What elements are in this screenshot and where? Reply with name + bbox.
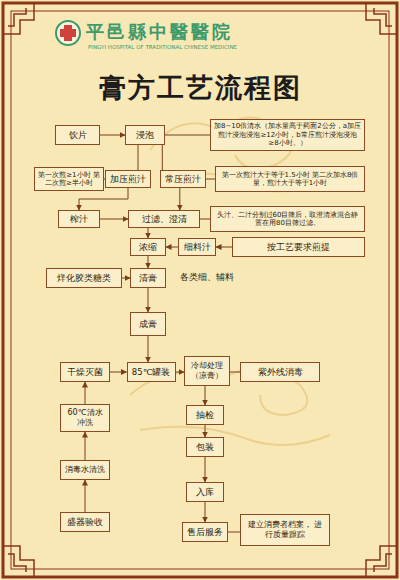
box-label: 60℃清水冲洗	[64, 408, 106, 427]
process-box: 饮片	[55, 125, 100, 145]
box-label: 榨汁	[70, 214, 88, 225]
flow-connector	[206, 179, 216, 180]
flow-connector	[148, 336, 149, 362]
flow-connector	[230, 372, 240, 373]
box-label: 头汁、二汁分别过60目筛后，取澄清液混合静置在用80目筛过滤。	[214, 211, 361, 228]
box-label: 盛器验收	[67, 517, 103, 527]
note-box: 建立消费者档案， 进行质量跟踪	[240, 514, 330, 546]
poster-title: 膏方工艺流程图	[0, 70, 400, 106]
box-label: 入库	[196, 487, 214, 498]
box-label: 售后服务	[187, 527, 223, 537]
process-box: 85℃罐装	[127, 362, 176, 382]
process-box: 盛器验收	[60, 512, 110, 532]
box-label: 干燥灭菌	[67, 367, 103, 377]
flow-connector	[148, 288, 149, 312]
note-box: 按工艺要求煎提	[232, 237, 365, 257]
flow-connector	[148, 228, 149, 238]
note-box: 加8~10倍清水（加水量高于药面2公分，a加压煎汁浸泡浸泡≥12小时，b常压煎汁…	[210, 119, 365, 151]
flow-connector	[205, 457, 206, 482]
process-box: 加压煎汁	[105, 170, 151, 188]
flow-connector	[166, 247, 178, 248]
flow-connector	[205, 386, 206, 405]
box-label: 包装	[196, 442, 214, 453]
process-box: 入库	[186, 482, 224, 502]
flow-connector	[205, 425, 206, 437]
flow-connector	[110, 372, 127, 373]
note-box: 头汁、二汁分别过60目筛后，取澄清液混合静置在用80目筛过滤。	[210, 206, 365, 232]
box-label: 成膏	[139, 319, 157, 330]
box-label: 烊化胶类糖类	[57, 273, 111, 284]
process-box: 常压煎汁	[160, 170, 206, 188]
flow-connector	[165, 135, 210, 136]
flow-connector	[162, 145, 163, 170]
box-label: 冷却处理 （凉膏）	[188, 361, 226, 380]
process-box: 干燥灭菌	[60, 362, 110, 382]
box-label: 清膏	[139, 273, 157, 284]
process-box: 售后服务	[182, 522, 228, 542]
flow-connector	[176, 372, 185, 373]
box-label: 85℃罐装	[132, 367, 170, 377]
process-box: 包装	[186, 437, 224, 457]
process-box: 成膏	[130, 312, 166, 336]
process-box: 清膏	[130, 268, 166, 288]
process-box: 紫外线消毒	[240, 362, 320, 382]
box-label: 常压煎汁	[165, 174, 201, 184]
process-box: 烊化胶类糖类	[46, 268, 122, 288]
box-label: 细料汁	[184, 242, 211, 253]
box-label: 建立消费者档案， 进行质量跟踪	[244, 520, 326, 539]
process-box: 榨汁	[58, 210, 100, 228]
flow-connector	[200, 219, 210, 220]
box-label: 浓缩	[139, 242, 157, 253]
hospital-name-english: PINGYI HOSPITAL OF TRADITIONAL CHINESE M…	[88, 44, 237, 50]
flow-connector	[79, 188, 128, 210]
hospital-logo	[56, 21, 80, 45]
box-label: 过滤、澄清	[142, 214, 187, 225]
box-label: 第一次煎≥1小时 第二次煎≥半小时	[38, 171, 100, 188]
flow-connector	[85, 382, 86, 404]
box-label: 加8~10倍清水（加水量高于药面2公分，a加压煎汁浸泡浸泡≥12小时，b常压煎汁…	[214, 122, 361, 147]
process-box: 浓缩	[130, 238, 166, 256]
material-note: 各类细、辅料	[180, 272, 234, 284]
note-box: 第一次煎汁大于等于1.5小时 第二次加水8倍量，煎汁大于等于1小时	[215, 166, 365, 192]
process-box: 抽检	[186, 405, 224, 425]
process-box: 浸泡	[125, 125, 165, 145]
box-label: 抽检	[196, 410, 214, 421]
flow-connector	[100, 219, 128, 220]
process-box: 冷却处理 （凉膏）	[184, 356, 230, 386]
flow-connector	[138, 145, 139, 170]
box-label: 饮片	[69, 130, 87, 141]
box-label: 浸泡	[136, 130, 154, 141]
box-label: 按工艺要求煎提	[267, 242, 330, 253]
flow-connector	[122, 278, 130, 279]
note-box: 第一次煎≥1小时 第二次煎≥半小时	[34, 167, 104, 191]
process-box: 消毒水清洗	[60, 460, 110, 480]
flow-connector	[205, 502, 206, 522]
process-box: 细料汁	[178, 238, 216, 256]
flow-connector	[148, 256, 149, 268]
hospital-name: 平邑縣中醫醫院	[86, 20, 233, 44]
box-label: 加压煎汁	[110, 174, 146, 184]
process-box: 过滤、澄清	[128, 210, 200, 228]
flow-connector	[179, 188, 180, 210]
flow-connector	[100, 135, 125, 136]
box-label: 消毒水清洗	[65, 465, 105, 475]
box-label: 第一次煎汁大于等于1.5小时 第二次加水8倍量，煎汁大于等于1小时	[219, 171, 361, 188]
box-label: 紫外线消毒	[258, 367, 303, 378]
flow-connector	[85, 432, 86, 460]
flow-connector	[228, 532, 240, 533]
flow-connector	[85, 480, 86, 512]
process-box: 60℃清水冲洗	[60, 404, 110, 432]
flow-connector	[216, 247, 232, 248]
